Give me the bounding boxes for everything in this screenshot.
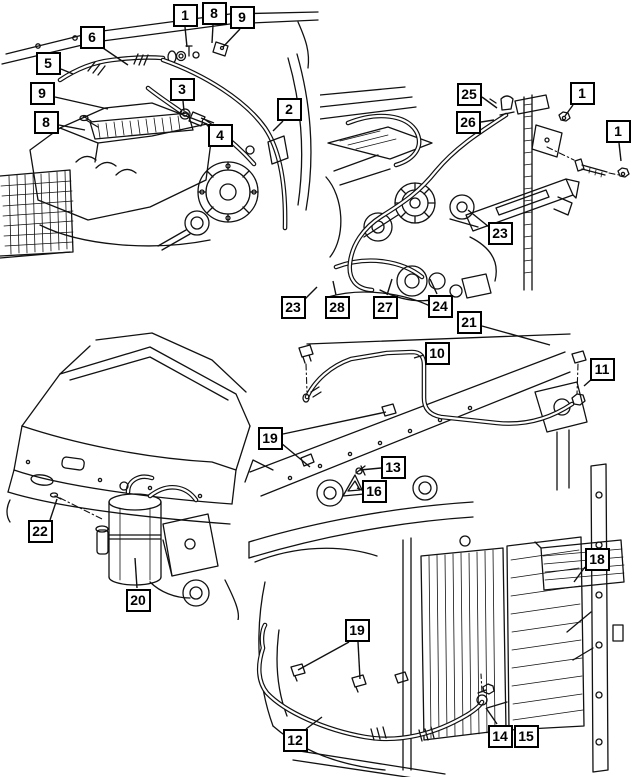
callout-18[interactable]: 18 <box>584 547 610 571</box>
callout-20[interactable]: 20 <box>125 588 151 612</box>
line-fitting-icon <box>476 673 508 709</box>
callout-10[interactable]: 10 <box>424 341 450 365</box>
callout-23[interactable]: 23 <box>487 221 513 245</box>
fender-edge <box>287 53 312 211</box>
caution-triangle-icon <box>342 474 365 497</box>
apron-cutouts <box>25 456 203 521</box>
crossmember <box>248 475 474 563</box>
mounting-bracket <box>531 124 563 158</box>
ac-pipe-lower <box>256 622 485 742</box>
callout-6[interactable]: 6 <box>79 25 105 49</box>
callout-14[interactable]: 14 <box>487 724 513 748</box>
callout-24[interactable]: 24 <box>427 294 453 318</box>
callout-1[interactable]: 1 <box>172 3 198 27</box>
callout-16[interactable]: 16 <box>361 479 387 503</box>
callout-13[interactable]: 13 <box>380 455 406 479</box>
condenser <box>506 536 585 731</box>
callout-12[interactable]: 12 <box>282 728 308 752</box>
engine-assembly <box>325 113 497 308</box>
callout-23[interactable]: 23 <box>280 295 306 319</box>
callout-5[interactable]: 5 <box>35 51 61 75</box>
callout-2[interactable]: 2 <box>276 97 302 121</box>
nut-icon <box>558 111 630 178</box>
ac-line <box>347 112 509 293</box>
callout-9[interactable]: 9 <box>29 81 55 105</box>
bolt-icon <box>546 146 620 178</box>
misc-engine-detail <box>0 135 289 259</box>
callout-1[interactable]: 1 <box>569 81 595 105</box>
callout-28[interactable]: 28 <box>324 295 350 319</box>
callout-15[interactable]: 15 <box>513 724 539 748</box>
callout-11[interactable]: 11 <box>589 357 615 381</box>
callout-4[interactable]: 4 <box>207 123 233 147</box>
discharge-hose <box>160 57 288 231</box>
cab-cowl <box>7 332 251 525</box>
callout-3[interactable]: 3 <box>169 77 195 101</box>
cab-accumulator-art <box>6 332 251 620</box>
callout-25[interactable]: 25 <box>456 82 482 106</box>
callout-19[interactable]: 19 <box>257 426 283 450</box>
callout-27[interactable]: 27 <box>372 295 398 319</box>
bumper-left <box>258 581 446 777</box>
callout-26[interactable]: 26 <box>455 110 481 134</box>
callout-9[interactable]: 9 <box>229 5 255 29</box>
callout-8[interactable]: 8 <box>33 110 59 134</box>
accumulator-drier <box>95 474 199 586</box>
engine-block-left <box>0 155 137 257</box>
callout-1[interactable]: 1 <box>605 119 631 143</box>
hood-lines <box>320 86 417 120</box>
callout-19[interactable]: 19 <box>344 618 370 642</box>
engine-top-view-art <box>0 11 319 259</box>
callout-21[interactable]: 21 <box>456 310 482 334</box>
accumulator-bracket <box>6 499 240 620</box>
callout-22[interactable]: 22 <box>27 519 53 543</box>
engine-side-view-art <box>320 86 630 308</box>
trans-cooler <box>534 539 625 591</box>
alternator <box>157 161 259 251</box>
callout-8[interactable]: 8 <box>201 1 227 25</box>
